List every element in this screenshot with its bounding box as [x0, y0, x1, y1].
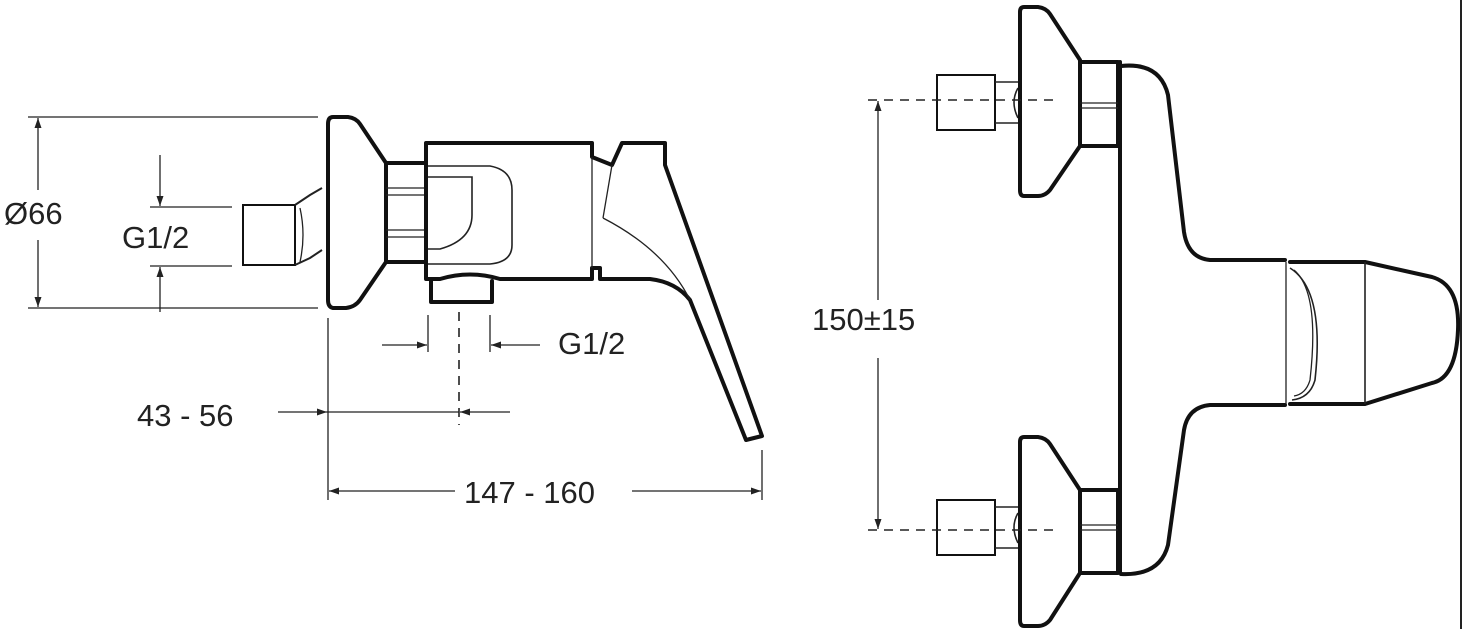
border-line: [1460, 0, 1462, 629]
dimension-flange-diameter: [28, 116, 318, 309]
dimension-outlet-thread: [382, 312, 540, 425]
hex-nut: [384, 161, 428, 264]
outlet-thread-label: G1/2: [558, 326, 626, 361]
dimension-inlet-thread: [150, 155, 232, 312]
inlet-thread-label: G1/2: [122, 220, 190, 255]
front-mixer-body: [1118, 60, 1461, 577]
inlet-spacing-label: 150±15: [812, 302, 916, 337]
side-view: [28, 115, 764, 500]
inlet-connector: [242, 187, 323, 266]
outlet-offset-label: 43 - 56: [137, 398, 234, 433]
bottom-outlet: [429, 279, 494, 304]
mixer-body: [424, 141, 764, 442]
total-depth-label: 147 - 160: [464, 475, 595, 510]
bottom-inlet-assembly: [868, 435, 1120, 628]
front-view: [868, 5, 1461, 628]
flange-diameter-label: Ø66: [4, 196, 63, 231]
dimension-total-depth: [327, 318, 763, 500]
top-inlet-assembly: [868, 5, 1120, 198]
wall-flange: [326, 115, 388, 310]
